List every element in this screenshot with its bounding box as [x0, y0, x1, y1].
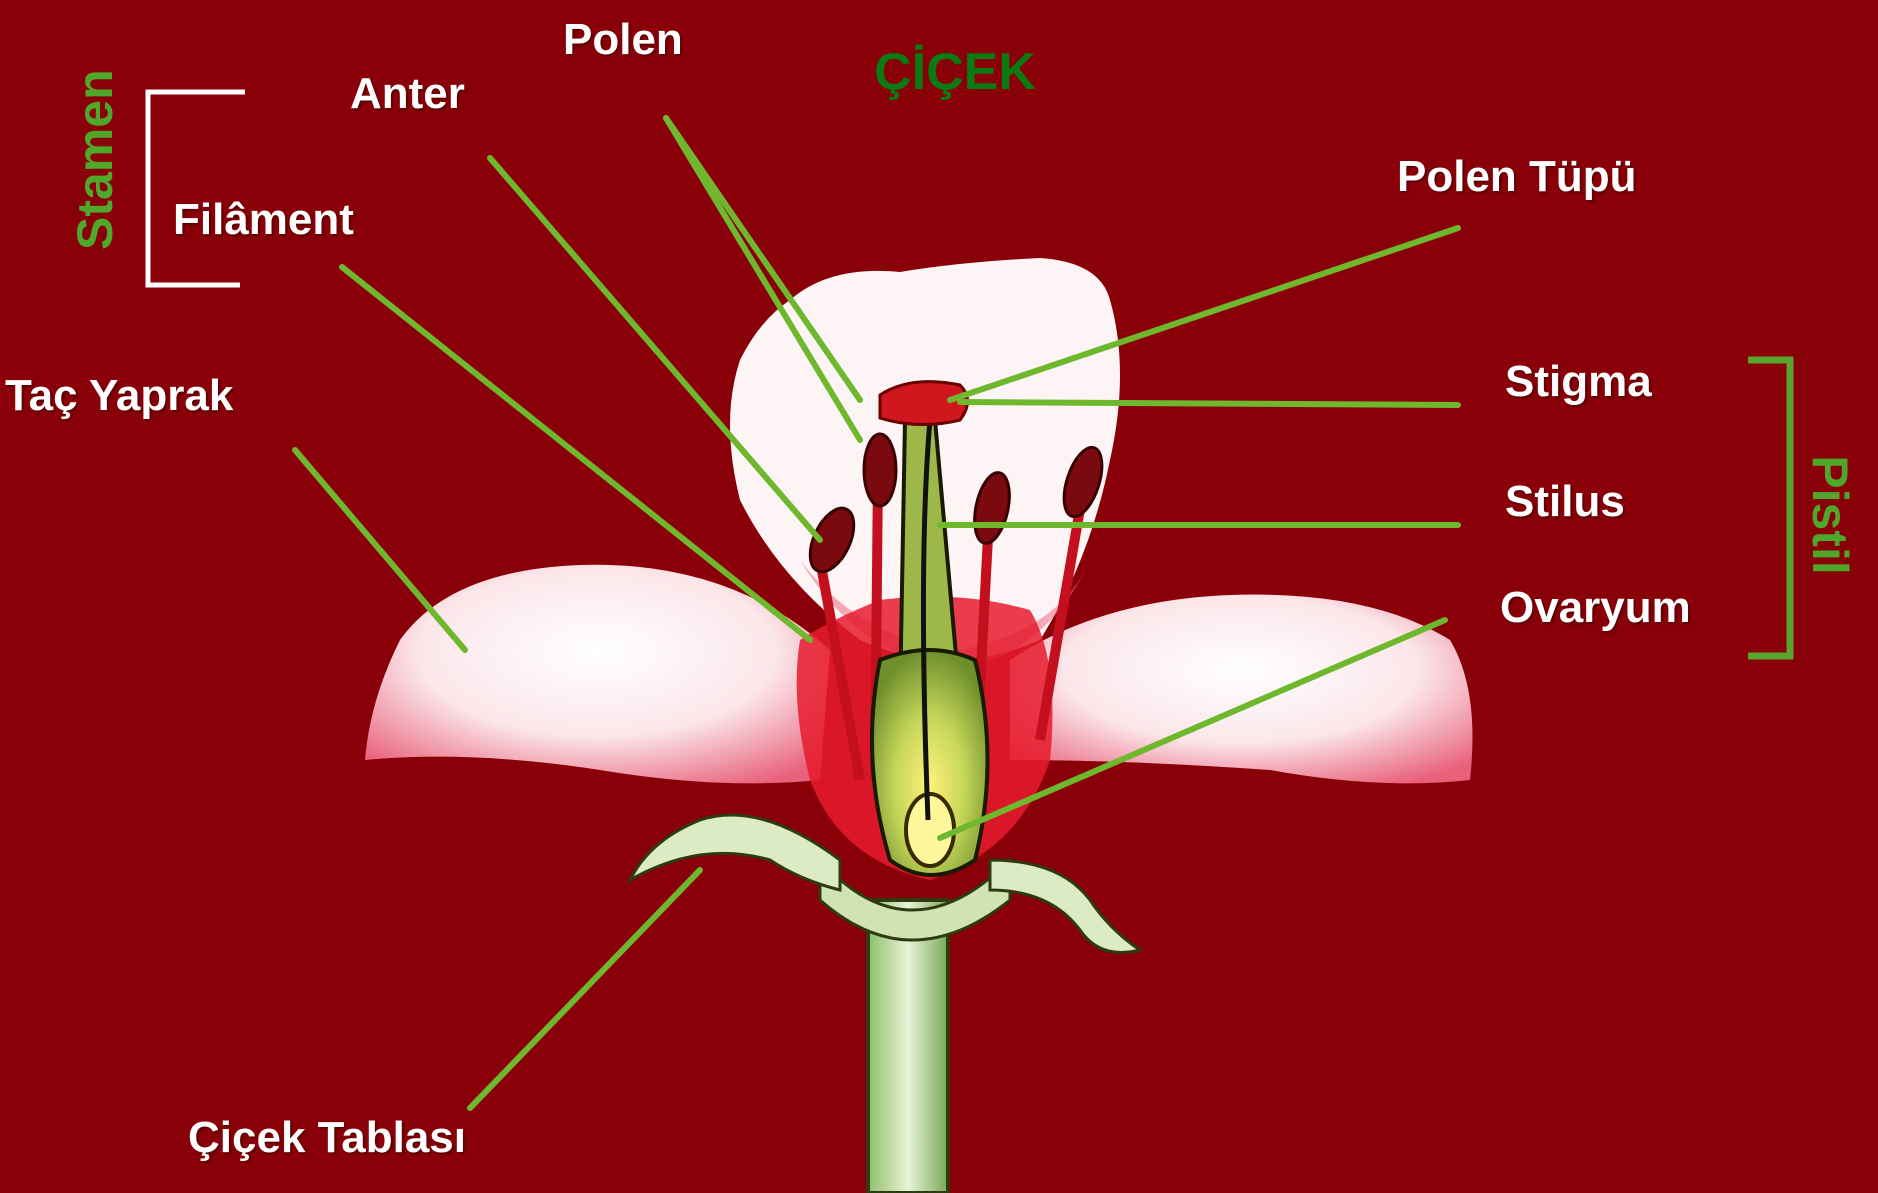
- label-polen: Polen: [563, 18, 683, 62]
- label-stigma: Stigma: [1505, 360, 1652, 404]
- label-cicek-tablasi: Çiçek Tablası: [188, 1116, 466, 1160]
- label-anter: Anter: [350, 72, 465, 116]
- label-polen-tupu: Polen Tüpü: [1397, 155, 1637, 199]
- sepal-left: [630, 815, 840, 890]
- sepal-right: [990, 860, 1140, 953]
- label-filament: Filâment: [173, 198, 354, 242]
- diagram-title: ÇİÇEK: [810, 46, 1100, 98]
- ovule: [906, 794, 954, 866]
- stem: [868, 900, 948, 1193]
- label-stilus: Stilus: [1505, 480, 1625, 524]
- leader-cicek-tablasi: [470, 870, 700, 1108]
- petal-right: [1010, 595, 1473, 784]
- anther: [864, 434, 896, 506]
- group-label-stamen: Stamen: [70, 100, 120, 250]
- stigma: [880, 382, 968, 425]
- pistil-bracket: [1748, 360, 1790, 656]
- leader-tac-yaprak: [295, 450, 465, 650]
- leader-stigma: [960, 402, 1458, 405]
- group-label-pistil: Pistil: [1805, 455, 1855, 575]
- label-ovaryum: Ovaryum: [1500, 586, 1691, 630]
- stamen-bracket: [148, 92, 245, 285]
- label-tac-yaprak: Taç Yaprak: [5, 374, 233, 418]
